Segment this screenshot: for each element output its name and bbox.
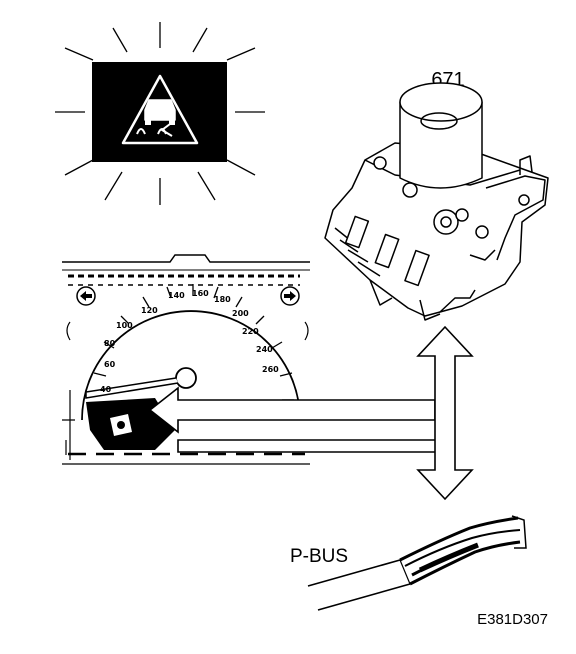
- svg-text:40: 40: [100, 385, 112, 394]
- abs-esp-control-module: [324, 82, 549, 321]
- bidirectional-arrow: [416, 325, 474, 501]
- svg-text:60: 60: [104, 360, 116, 369]
- svg-text:180: 180: [214, 295, 231, 304]
- cluster-housing-top: [62, 254, 310, 263]
- bus-label: P-BUS: [290, 546, 348, 567]
- speedometer-dial: [81, 310, 301, 421]
- svg-text:240: 240: [256, 345, 273, 354]
- svg-text:120: 120: [141, 306, 158, 315]
- svg-text:200: 200: [232, 309, 249, 318]
- instrument-cluster: [62, 254, 310, 465]
- dial-ticks: [91, 284, 294, 406]
- speedometer-needle: [85, 377, 179, 399]
- p-bus-cable-icon: [307, 515, 527, 611]
- arrow-to-cluster-upper: [148, 386, 436, 434]
- svg-text:160: 160: [192, 289, 209, 298]
- warning-lamp-group: [55, 22, 265, 205]
- needle-hub: [175, 367, 197, 389]
- left-turn-signal-icon: [76, 286, 96, 306]
- svg-text:100: 100: [116, 321, 133, 330]
- signal-arrows: [148, 325, 474, 501]
- svg-text:140: 140: [168, 291, 185, 300]
- traction-control-warning-icon: [121, 74, 199, 145]
- speedometer-tick-labels: 20 40 60 80 100 120 140 160 180 200 220 …: [100, 289, 279, 422]
- svg-text:80: 80: [104, 339, 116, 348]
- lamp-rays: [55, 22, 265, 205]
- right-turn-signal-icon: [280, 286, 300, 306]
- svg-text:220: 220: [242, 327, 259, 336]
- svg-text:260: 260: [262, 365, 279, 374]
- arrow-to-cluster-lower: [177, 439, 455, 453]
- figure-code-label: E381D307: [477, 611, 548, 628]
